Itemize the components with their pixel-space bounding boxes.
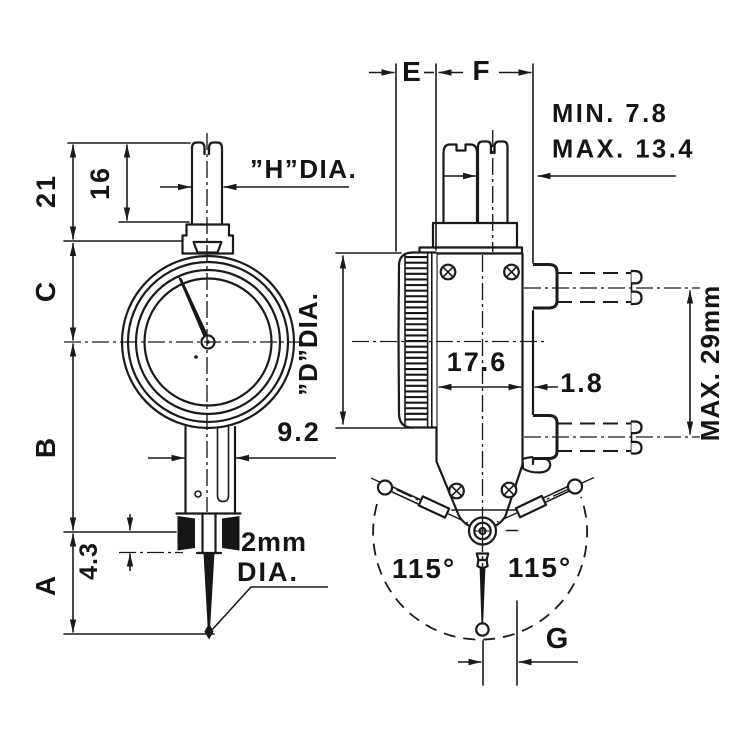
side-dimension-lines (339, 69, 694, 666)
angle-label-left: 115° (392, 553, 456, 584)
dim-label-tip-dia: DIA. (237, 557, 299, 587)
side-stem (476, 140, 509, 225)
dim-label-max: MAX. 13.4 (552, 136, 695, 164)
dim-label-max-29: MAX. 29mm (695, 285, 725, 441)
angle-label-right: 115° (508, 552, 572, 583)
side-bezel-knurl (397, 251, 437, 429)
dim-label-1-8: 1.8 (560, 368, 604, 398)
swing-arm-right (496, 476, 595, 523)
dim-label-17-6: 17.6 (447, 347, 508, 377)
side-extension-lines (335, 63, 534, 686)
dim-label-16: 16 (85, 166, 115, 200)
front-view (63, 133, 349, 640)
dial-needle (177, 276, 211, 343)
dim-label-d-dia: ”D”DIA. (293, 292, 323, 396)
dim-label-9-2: 9.2 (277, 417, 321, 447)
dimension-labels: 21 16 C B A 4.3 9.2 ”H”DIA. 2mm DIA. E F… (30, 55, 725, 655)
side-view (335, 63, 700, 686)
stylus-ball (475, 622, 490, 637)
side-clamp-block (431, 221, 519, 249)
screw-icon (439, 263, 520, 500)
side-back-plate (442, 143, 479, 223)
dim-label-c: C (30, 282, 61, 302)
front-shank (184, 425, 237, 515)
dim-label-2mm: 2mm (241, 527, 307, 557)
dim-label-g: G (546, 623, 569, 655)
front-stem (190, 141, 224, 227)
dim-label-e: E (402, 56, 421, 87)
dim-label-f: F (472, 55, 489, 86)
dim-label-b: B (30, 438, 61, 458)
swing-arc (372, 496, 588, 641)
front-extension-lines (63, 142, 215, 635)
tip-dia-leader (210, 586, 328, 632)
mounting-studs (531, 263, 643, 466)
front-dimension-lines (69, 144, 349, 633)
dim-label-h-dia: ”H”DIA. (250, 154, 357, 184)
dim-label-21: 21 (31, 174, 61, 208)
front-clamp (175, 512, 242, 555)
stylus-tip (204, 623, 214, 640)
dim-label-4-3: 4.3 (75, 542, 103, 580)
dim-label-min: MIN. 7.8 (552, 100, 668, 128)
front-stylus (203, 553, 215, 640)
swing-arm-left (370, 477, 469, 524)
dim-label-a: A (30, 576, 61, 596)
front-mount-block (181, 223, 235, 255)
